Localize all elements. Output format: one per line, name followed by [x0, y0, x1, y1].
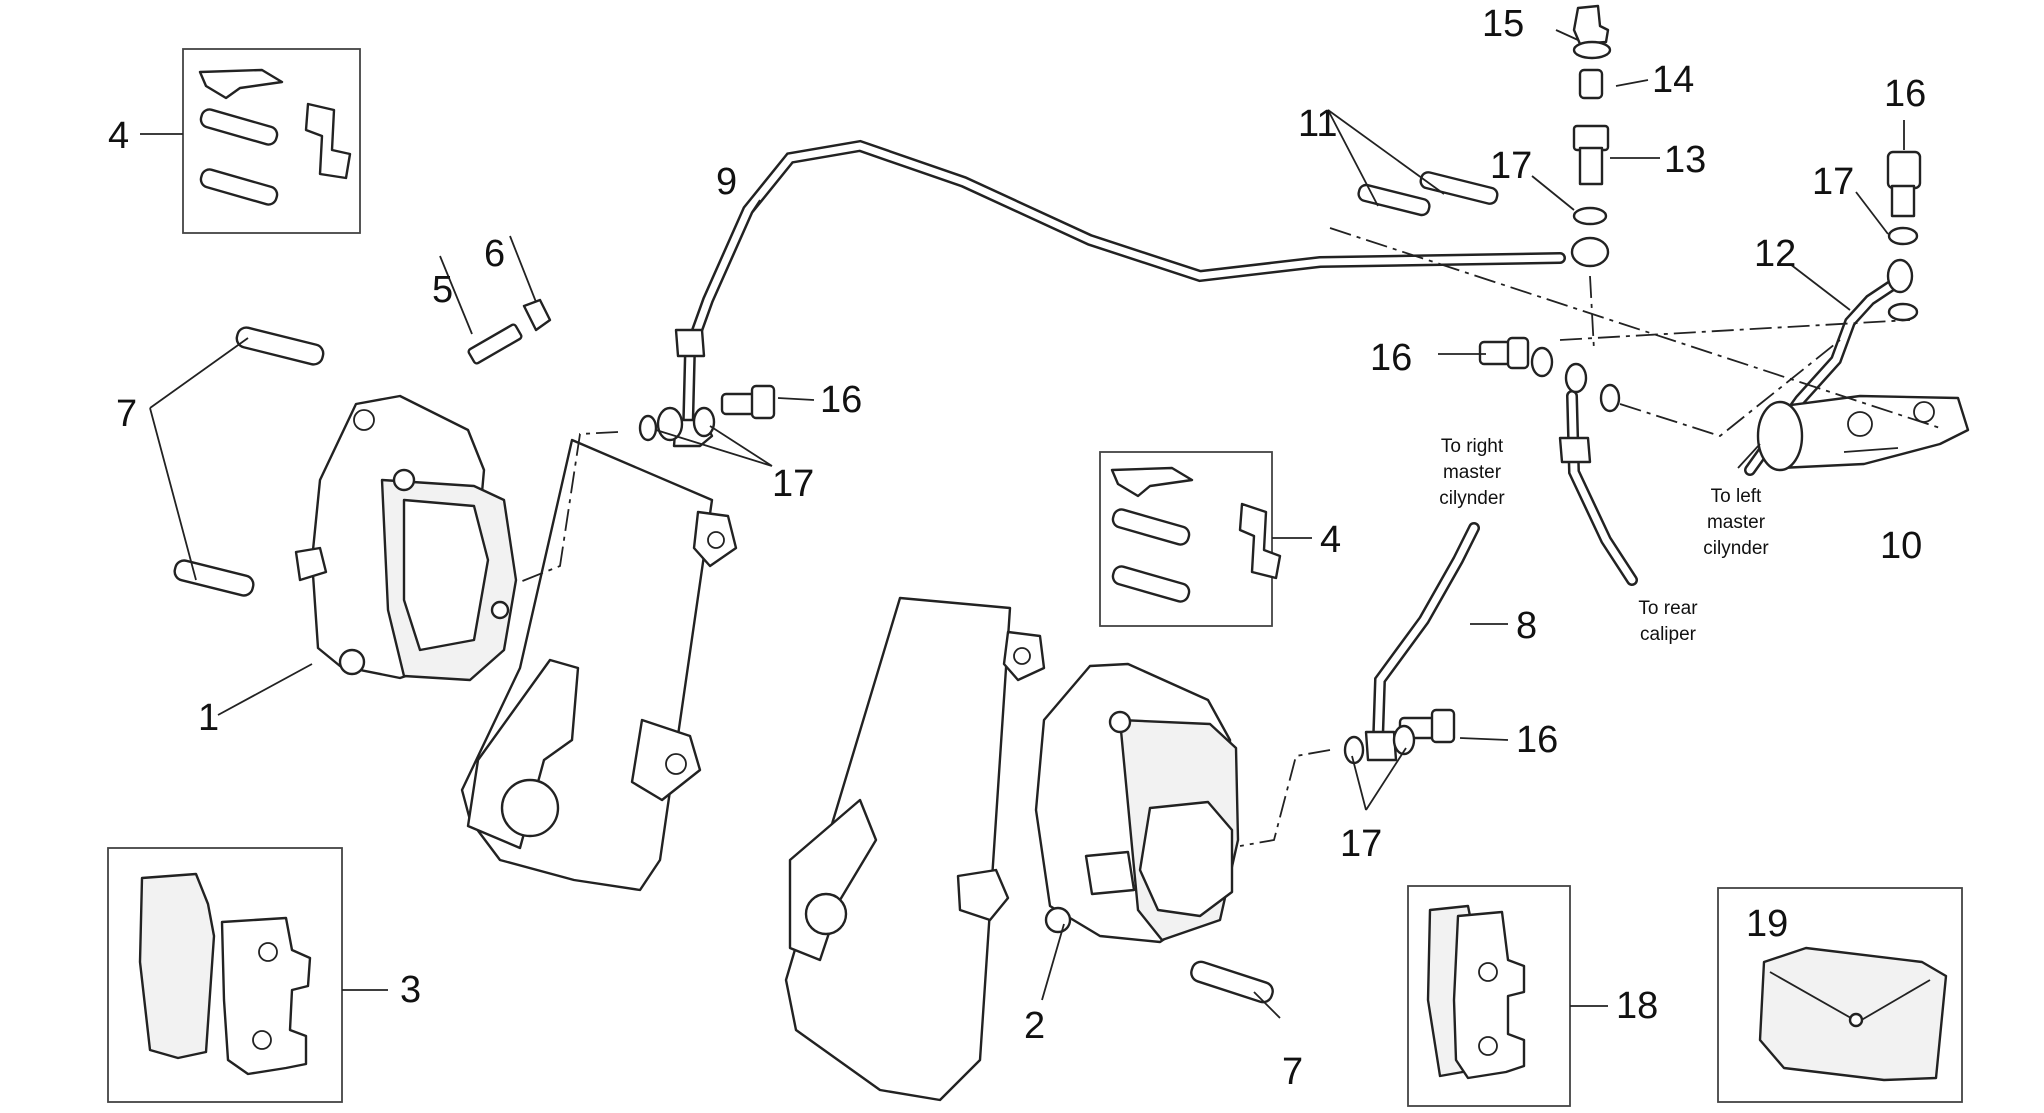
- brake-distributor-block: [1756, 394, 1970, 472]
- routing-note-left-master: To left master cilynder: [1703, 486, 1769, 559]
- note-right-master-line2: master: [1443, 462, 1502, 483]
- bleeder-screw-left: [467, 298, 552, 365]
- label-12: 12: [1754, 233, 1796, 275]
- label-16-right-caliper: 16: [1516, 719, 1558, 761]
- label-11: 11: [1298, 103, 1337, 145]
- label-17-top-right: 17: [1812, 161, 1854, 203]
- note-right-master-line1: To right: [1441, 436, 1504, 457]
- label-9: 9: [716, 161, 737, 203]
- assembly-centerlines: [519, 227, 1941, 847]
- leader-lines: [140, 29, 1905, 1019]
- protective-cover-kit: [1717, 887, 1963, 1103]
- label-17-right-caliper: 17: [1340, 823, 1382, 865]
- caliper-bolts-left: [173, 326, 325, 597]
- label-5: 5: [432, 269, 453, 311]
- label-4-left: 4: [108, 115, 129, 157]
- mounting-bolts-upper: [1357, 171, 1499, 217]
- label-4-right: 4: [1320, 519, 1341, 561]
- label-2: 2: [1024, 1005, 1045, 1047]
- label-1: 1: [198, 697, 219, 739]
- label-16-rear: 16: [1370, 337, 1412, 379]
- banjo-bolt-right-caliper: [1343, 708, 1456, 765]
- label-15: 15: [1482, 3, 1524, 45]
- label-7-right: 7: [1282, 1051, 1303, 1093]
- upper-brake-hose: [672, 139, 1566, 448]
- left-brake-caliper: [294, 394, 518, 682]
- bleeder-fitting-stack: [1570, 4, 1612, 268]
- label-16-top-right: 16: [1884, 73, 1926, 115]
- label-17-bleeder: 17: [1490, 145, 1532, 187]
- right-brake-hose: [1364, 522, 1480, 762]
- brake-pad-kit-right: [1407, 885, 1571, 1107]
- part-number-labels: 1 2 3 4 4 5 6 7 7 8 9 10 11 12 13 14 15 …: [108, 3, 1926, 1093]
- note-left-master-line2: master: [1707, 512, 1766, 533]
- brake-pad-kit-left: [107, 847, 343, 1103]
- banjo-bolt-rear-hose: [1478, 336, 1621, 413]
- banjo-bolt-distributor-top: [1886, 150, 1922, 322]
- rear-brake-hose: [1558, 390, 1638, 586]
- label-10: 10: [1880, 525, 1922, 567]
- label-6: 6: [484, 233, 505, 275]
- label-19: 19: [1746, 903, 1788, 945]
- routing-note-rear-caliper: To rear caliper: [1638, 598, 1698, 645]
- note-rear-caliper-line2: caliper: [1640, 624, 1697, 645]
- note-right-master-line3: cilynder: [1439, 488, 1505, 509]
- label-18: 18: [1616, 985, 1658, 1027]
- label-13: 13: [1664, 139, 1706, 181]
- label-7-left: 7: [116, 393, 137, 435]
- label-3: 3: [400, 969, 421, 1011]
- pad-retainer-kit-left: [182, 48, 361, 234]
- label-17-left: 17: [772, 463, 814, 505]
- label-14: 14: [1652, 59, 1694, 101]
- label-8: 8: [1516, 605, 1537, 647]
- caliper-bolt-right: [1190, 960, 1274, 1004]
- right-brake-caliper: [1034, 662, 1240, 944]
- note-rear-caliper-line1: To rear: [1638, 598, 1698, 619]
- note-left-master-line3: cilynder: [1703, 538, 1769, 559]
- label-16-upper-left: 16: [820, 379, 862, 421]
- left-fork-leg: [460, 438, 738, 892]
- pad-retainer-kit-right: [1099, 451, 1282, 627]
- note-left-master-line1: To left: [1711, 486, 1762, 507]
- routing-note-right-master: To right master cilynder: [1439, 436, 1505, 509]
- right-fork-leg: [784, 596, 1046, 1102]
